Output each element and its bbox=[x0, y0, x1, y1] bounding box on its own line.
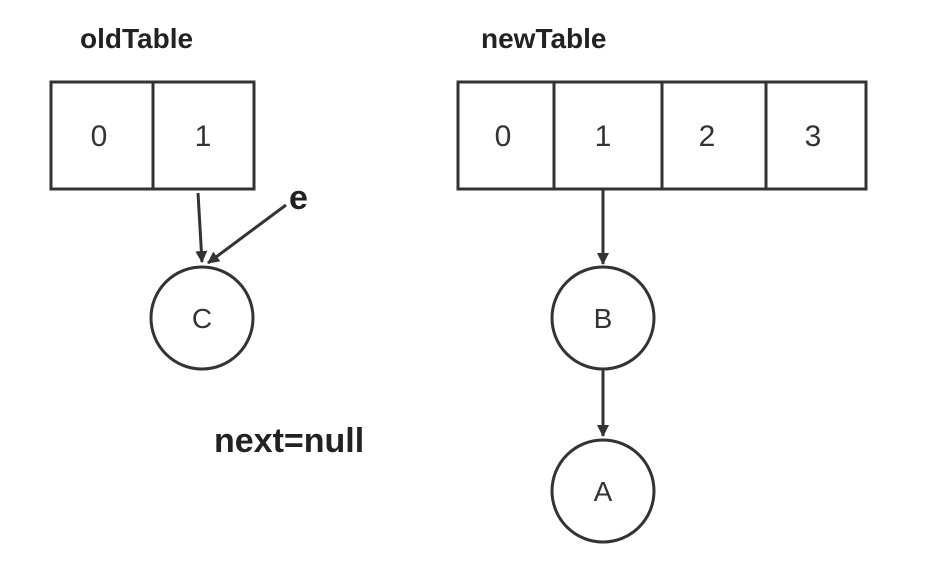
node-a-circle bbox=[550, 438, 656, 544]
next-null-label: next=null bbox=[214, 422, 364, 460]
node-c-circle bbox=[149, 265, 255, 371]
new-table: newTable 0 1 2 3 bbox=[456, 23, 868, 191]
new-table-cell-2: 2 bbox=[699, 120, 716, 153]
pointer-e-label: e bbox=[289, 179, 308, 217]
node-a: A bbox=[550, 438, 656, 544]
old-table: oldTable 0 1 bbox=[49, 23, 256, 191]
new-table-cell-0: 0 bbox=[495, 120, 512, 153]
new-table-title: newTable bbox=[481, 23, 607, 54]
pointer-e-arrow bbox=[207, 203, 287, 265]
old-table-bucket-arrow bbox=[195, 192, 208, 263]
new-table-cell-3: 3 bbox=[805, 120, 822, 153]
node-b-label: B bbox=[594, 303, 613, 334]
node-a-label: A bbox=[594, 476, 613, 507]
old-table-cell-0: 0 bbox=[91, 120, 108, 153]
node-b: B bbox=[550, 265, 656, 371]
new-table-cell-1: 1 bbox=[595, 120, 612, 153]
old-table-title: oldTable bbox=[80, 23, 193, 54]
old-table-cell-1: 1 bbox=[195, 120, 212, 153]
node-c-label: C bbox=[192, 303, 212, 334]
node-c: C bbox=[149, 265, 255, 371]
